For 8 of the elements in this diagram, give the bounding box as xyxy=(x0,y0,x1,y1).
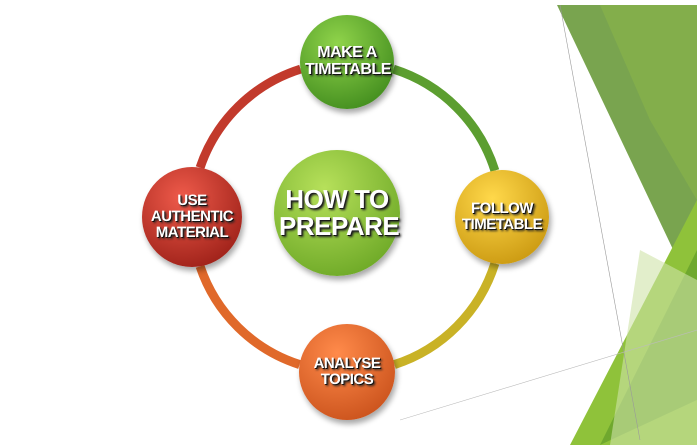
ring-arc-connector xyxy=(196,64,302,170)
ring-arc-connector xyxy=(392,64,500,172)
circle-label: ANALYSE TOPICS xyxy=(312,356,382,388)
circle-label: USE AUTHENTIC MATERIAL xyxy=(150,193,234,241)
ring-arc-connector xyxy=(196,264,302,369)
circle-label: MAKE A TIMETABLE xyxy=(305,45,389,79)
ring-arc-connector xyxy=(392,262,500,369)
circle-label: FOLLOW TIMETABLE xyxy=(460,201,544,233)
